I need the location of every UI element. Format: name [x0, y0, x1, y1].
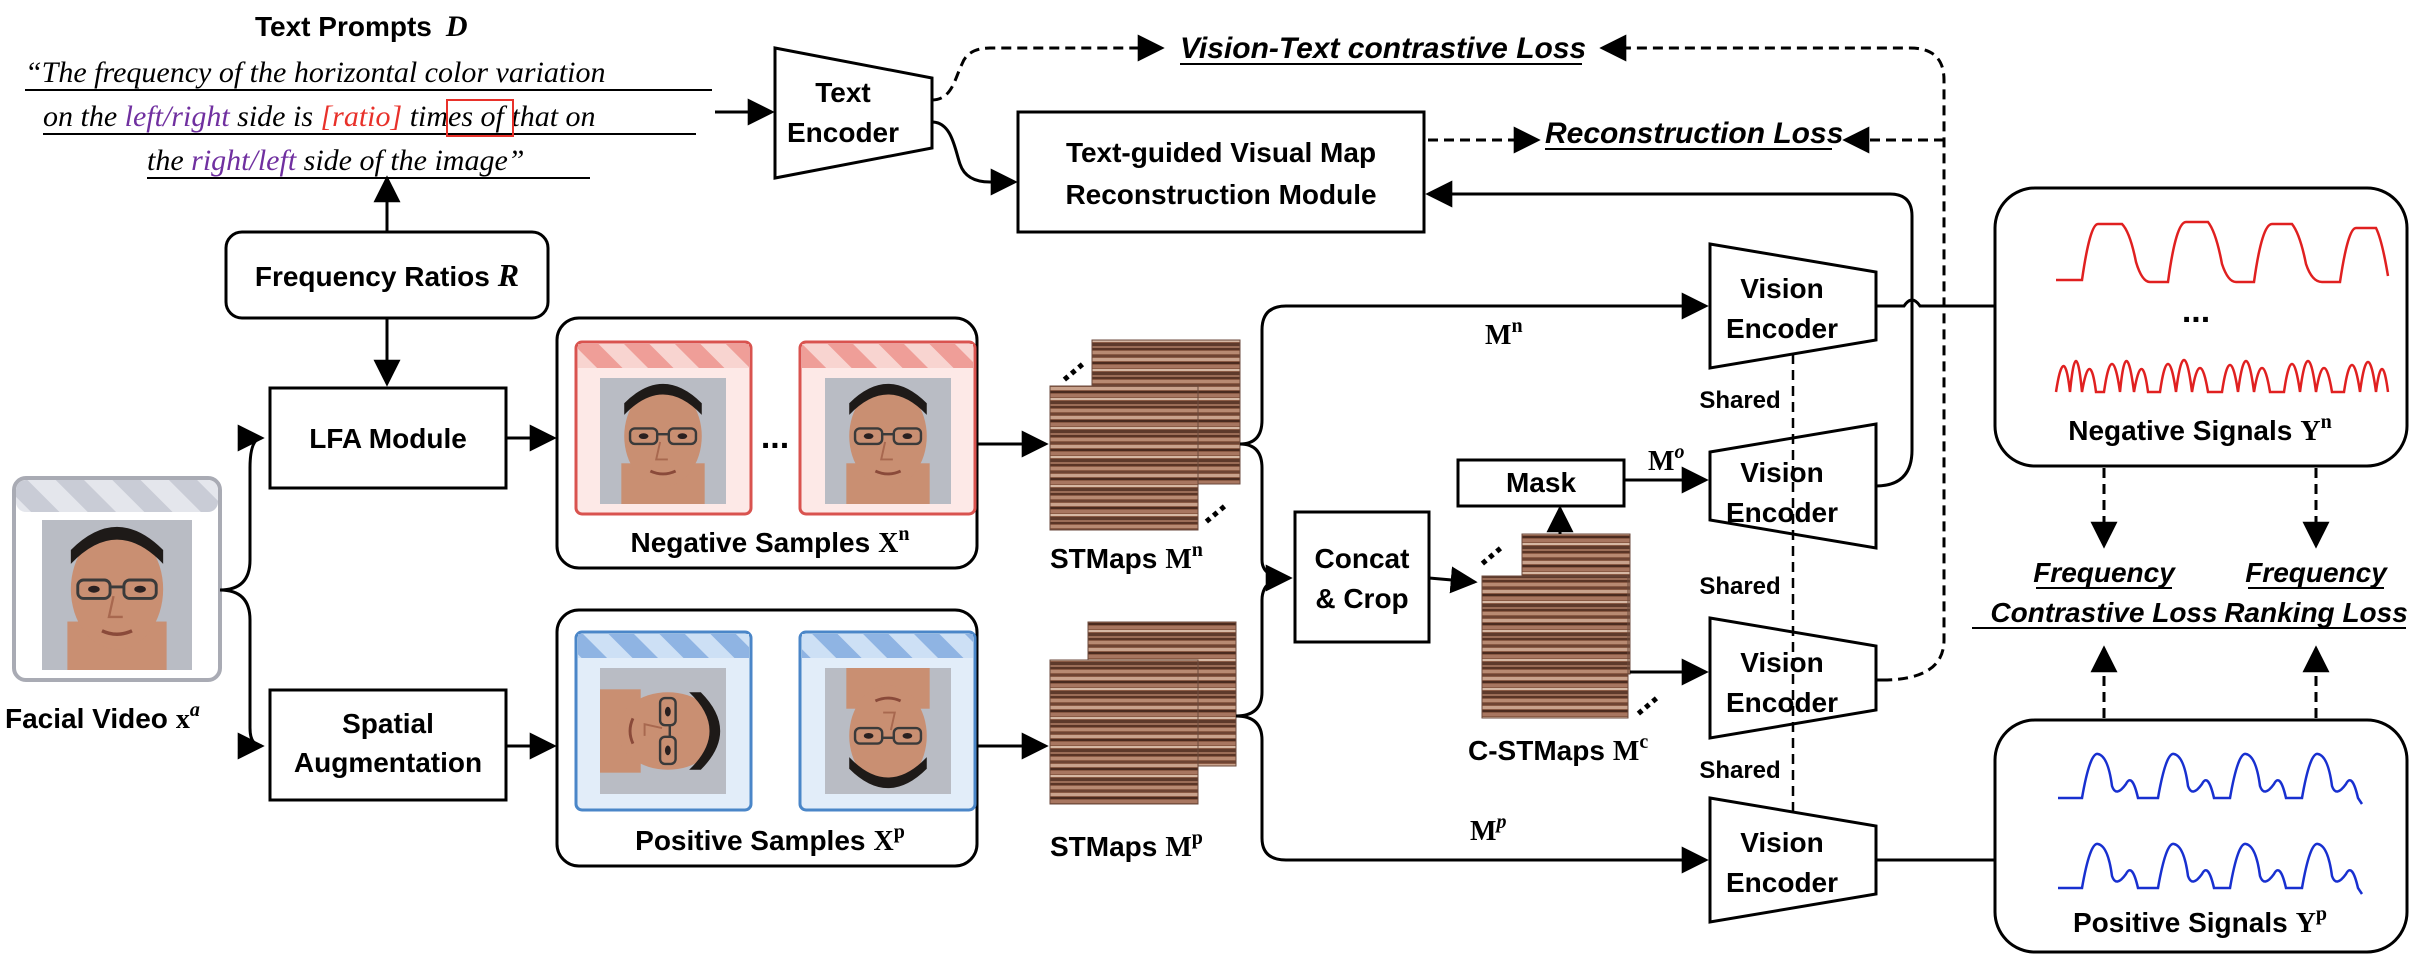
arrow-text-encoder-to-reconstruction: [931, 120, 1018, 196]
arrow-video-to-lfa: [219, 424, 265, 592]
reconstruction-label-1: Text-guided Visual Map: [1066, 137, 1376, 168]
reconstruction-module-block: Text-guided Visual Map Reconstruction Mo…: [1016, 110, 1426, 234]
stmaps-negative-stack: ... ...: [1045, 339, 1241, 531]
shared-label-2: Shared: [1699, 573, 1780, 600]
svg-text:Encoder: Encoder: [1726, 867, 1838, 898]
vision-encoder-4: Vision Encoder: [1708, 796, 1878, 924]
svg-text:Vision: Vision: [1740, 647, 1824, 678]
m-o-label: Mo: [1648, 441, 1684, 477]
negative-face-icon-2: [825, 378, 951, 504]
m-p-label: Mp: [1470, 811, 1506, 847]
vision-text-contrastive-loss: Vision-Text contrastive Loss: [1180, 32, 1586, 65]
m-n-label: Mn: [1485, 315, 1523, 351]
crop-label: & Crop: [1315, 583, 1408, 614]
arrow-stmaps-neg-to-vision-encoder-1: [1239, 292, 1709, 446]
svg-text:Vision: Vision: [1740, 827, 1824, 858]
facial-video-input: [12, 476, 222, 682]
cstmap-ellipsis-top: ...: [1463, 526, 1509, 573]
stmaps-positive-stack: [1049, 621, 1237, 805]
shared-label-3: Shared: [1699, 757, 1780, 784]
negative-signal-wave-1: [2056, 220, 2390, 284]
arrow-stmaps-pos-to-vision-encoder-4: [1235, 714, 1709, 874]
text-encoder-label-1: Text: [815, 77, 871, 108]
frequency-ranking-loss: Frequency Ranking Loss: [2224, 557, 2408, 629]
mask-block: Mask: [1456, 458, 1626, 508]
svg-text:Frequency: Frequency: [2245, 557, 2388, 588]
text-prompt-line-2: on the left/right side is [ratio] times …: [43, 100, 596, 133]
shared-label-1: Shared: [1699, 387, 1780, 414]
lfa-module-block: LFA Module: [268, 386, 508, 490]
negative-signal-wave-2: [2054, 358, 2390, 394]
shared-label-bg-2: [1690, 566, 1788, 602]
svg-text:Vision: Vision: [1740, 457, 1824, 488]
svg-text:Encoder: Encoder: [1726, 687, 1838, 718]
reconstruction-label-2: Reconstruction Module: [1065, 179, 1376, 210]
shared-label-bg-1: [1690, 382, 1788, 418]
text-encoder-label-2: Encoder: [787, 117, 899, 148]
arrow-stmaps-pos-to-concat: [1235, 576, 1291, 718]
negative-face-icon-1: [600, 378, 726, 504]
positive-signal-wave-1: [2058, 752, 2364, 805]
svg-text:Vision: Vision: [1740, 273, 1824, 304]
arrow-video-to-augmentation: [219, 588, 265, 760]
dashed-return-to-vision-text-loss: [1599, 34, 1946, 682]
shared-label-bg-3: [1690, 752, 1788, 788]
svg-text:Encoder: Encoder: [1726, 313, 1838, 344]
ratio-highlight-box: [446, 99, 514, 137]
concat-label: Concat: [1315, 543, 1410, 574]
video-clapper-stripes: [16, 480, 218, 512]
svg-text:Ranking Loss: Ranking Loss: [2224, 597, 2408, 628]
arrow-stmaps-neg-to-concat: [1239, 442, 1293, 592]
positive-face-icon-flipped: [825, 668, 951, 794]
negative-ellipsis: ...: [761, 418, 789, 456]
svg-text:Encoder: Encoder: [1726, 497, 1838, 528]
positive-face-icon-rotated: [600, 668, 726, 794]
spatial-aug-label-1: Spatial: [342, 708, 434, 739]
stmap-neg-ellipsis-top: ...: [1045, 342, 1091, 389]
positive-signal-wave-2: [2058, 842, 2364, 895]
frequency-contrastive-loss: Frequency Contrastive Loss: [1972, 557, 2236, 629]
dashed-arrow-to-vision-text-loss: [931, 34, 1165, 102]
arrow-vision-encoder-2-to-reconstruction: [1425, 180, 1914, 488]
arrow-concat-to-cstmaps: [1428, 566, 1478, 594]
lfa-module-label: LFA Module: [309, 423, 467, 454]
face-photo-icon: [42, 520, 192, 670]
spatial-aug-label-2: Augmentation: [294, 747, 482, 778]
negative-signals-ellipsis: ...: [2182, 292, 2210, 330]
mask-label: Mask: [1506, 467, 1576, 498]
svg-text:Frequency: Frequency: [2033, 557, 2176, 588]
vision-encoder-1: Vision Encoder: [1708, 242, 1878, 370]
c-stmaps-stack: ... ...: [1463, 526, 1665, 723]
reconstruction-loss: Reconstruction Loss: [1545, 117, 1843, 150]
spatial-augmentation-block: Spatial Augmentation: [268, 688, 508, 802]
concat-crop-block: Concat & Crop: [1293, 510, 1431, 644]
text-prompt-line-3: the right/left side of the image”: [147, 144, 524, 177]
svg-text:Contrastive Loss: Contrastive Loss: [1990, 597, 2217, 628]
text-prompt-line-1: “The frequency of the horizontal color v…: [25, 56, 606, 89]
text-encoder-block: Text Encoder: [773, 46, 934, 180]
